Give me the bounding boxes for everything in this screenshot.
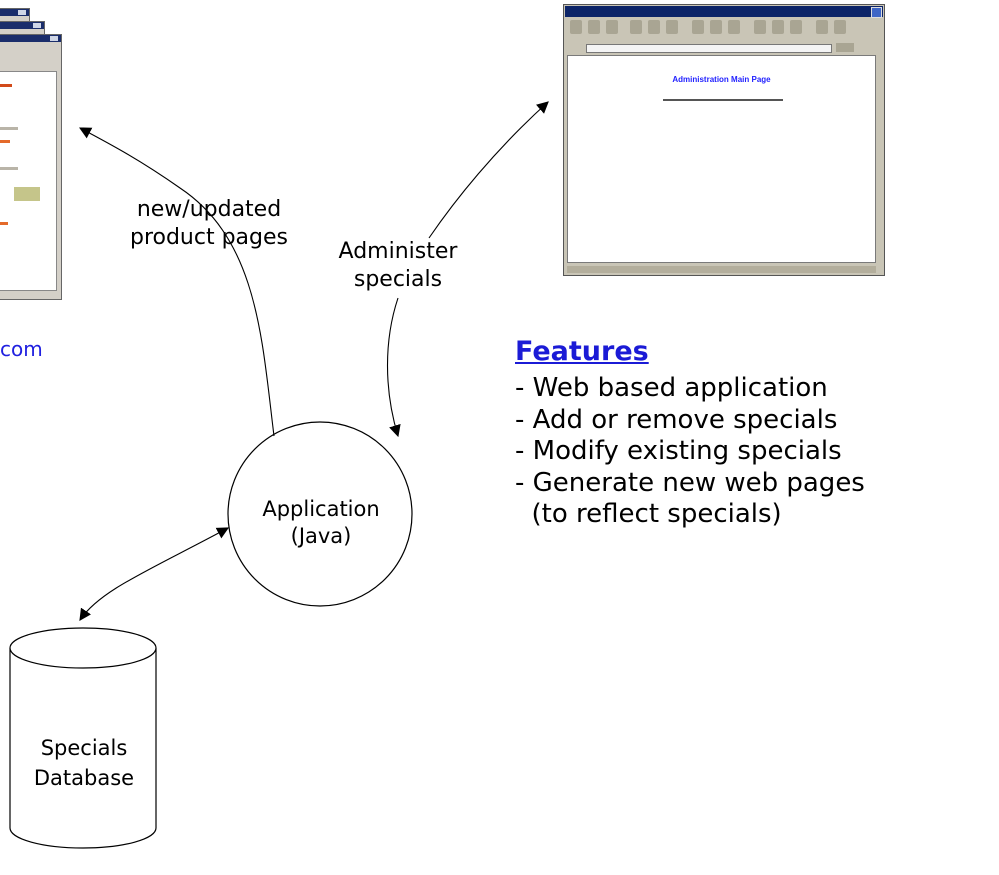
feature-item: - Web based application xyxy=(515,373,828,403)
feature-item: - Generate new web pages xyxy=(515,467,865,498)
feature-item: - Modify existing specials xyxy=(515,436,842,466)
application-label: Application (Java) xyxy=(262,497,380,548)
address-bar xyxy=(586,44,832,53)
features-list: - Web based application - Add or remove … xyxy=(515,373,865,531)
specials-database-node xyxy=(9,627,157,849)
browser-status-bar xyxy=(567,266,876,273)
admin-page-screenshot: Administration Main Page xyxy=(563,4,885,276)
browser-toolbar xyxy=(568,20,846,40)
help-icon xyxy=(871,7,882,18)
admin-page-content: Administration Main Page xyxy=(567,55,876,263)
feature-item: (to reflect specials) xyxy=(515,499,782,529)
database-label: Specials Database xyxy=(33,736,135,790)
arrow-to-admin-page xyxy=(428,101,549,239)
product-site-link[interactable]: com xyxy=(0,337,43,361)
features-heading[interactable]: Features xyxy=(515,336,649,367)
administer-specials-label: Administer specials xyxy=(338,239,458,292)
arrow-to-application xyxy=(386,297,401,438)
admin-page-subtext xyxy=(663,99,783,101)
new-updated-label: new/updated product pages xyxy=(129,197,289,250)
arrow-database-application xyxy=(79,527,230,621)
application-node xyxy=(227,421,413,607)
feature-item: - Add or remove specials xyxy=(515,404,838,435)
arrow-to-product-pages xyxy=(78,127,275,437)
product-page-screenshot-front xyxy=(0,34,62,300)
admin-page-heading: Administration Main Page xyxy=(672,75,771,84)
go-button xyxy=(836,43,854,52)
